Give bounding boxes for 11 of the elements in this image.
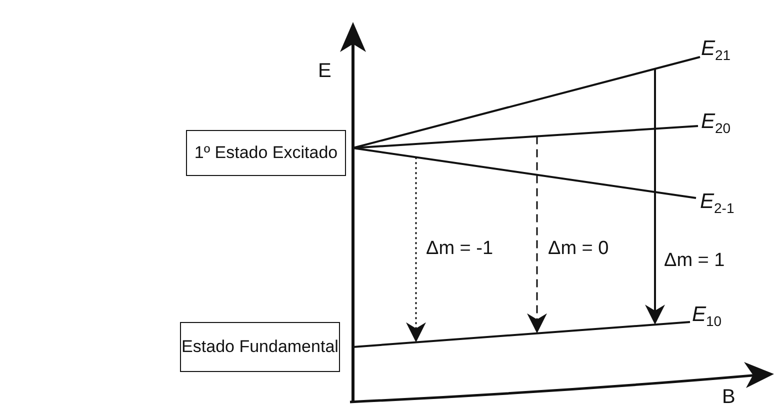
axis-label: B [722,386,736,409]
transition-arrow [645,68,665,325]
level-label: E$_{21}$ [701,37,731,63]
axis-label: E [318,60,332,83]
state-box: Estado Fundamental [180,322,340,372]
level-label: E$_{2-1}$ [700,190,734,216]
transition-arrow [527,136,547,334]
state-box: 1º Estado Excitado [186,130,346,176]
transition-arrow [406,157,426,342]
level-label: E$_{10}$ [692,303,722,329]
level-label: E$_{20}$ [701,110,731,136]
